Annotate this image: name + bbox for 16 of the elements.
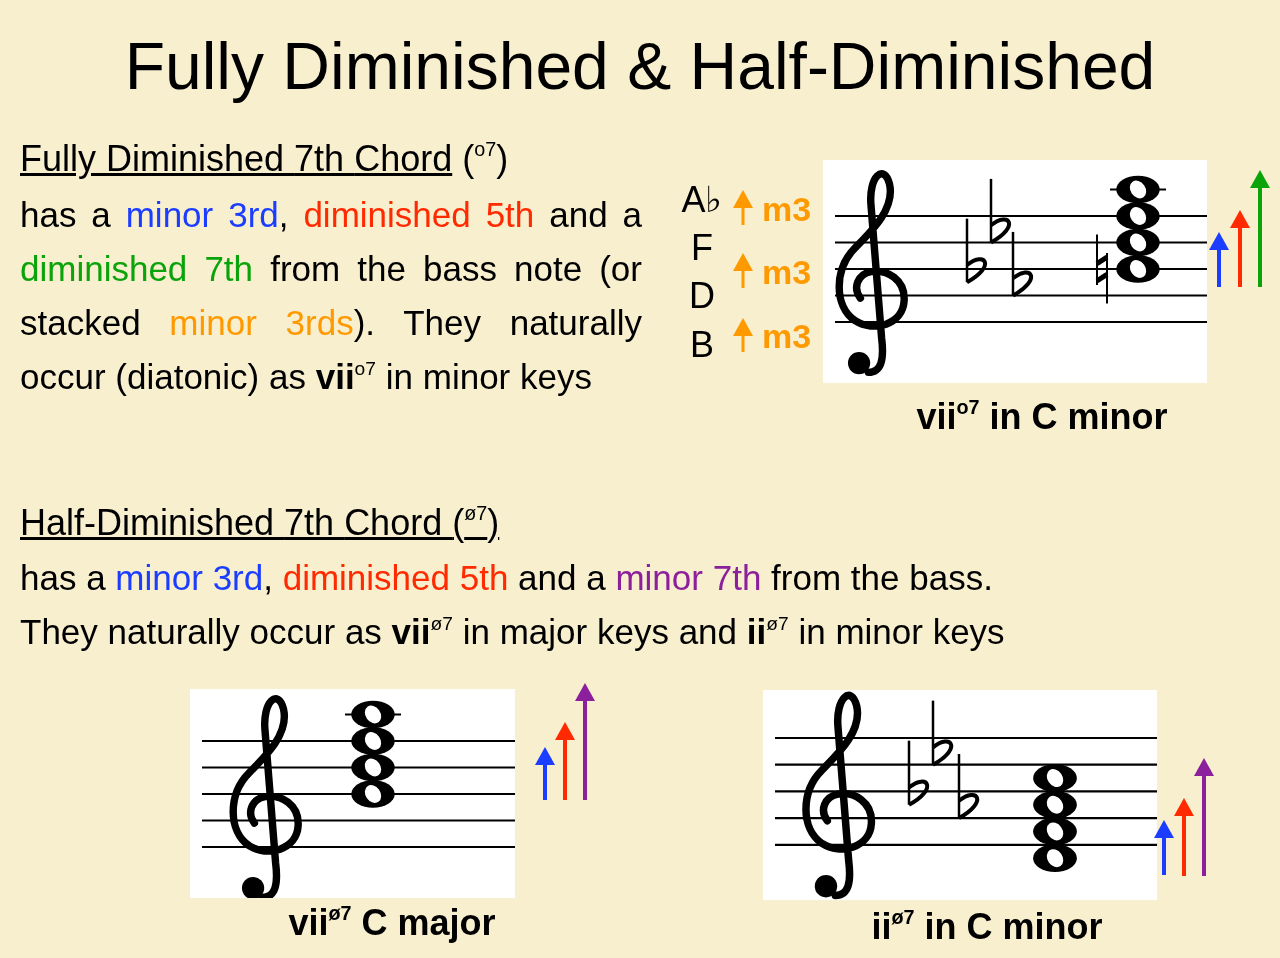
paragraph: They naturally occur as vii$^{ø7}$ in major keys and ii$^{ø7}$ in minor keys: [20, 611, 1006, 653]
note-name: F: [690, 228, 714, 268]
note-name: A♭: [680, 180, 724, 220]
note-name: B: [689, 325, 715, 365]
slide-title: Fully Diminished & Half-Diminished: [123, 28, 1157, 104]
note-name: D: [688, 276, 716, 316]
chord-caption: vii$^{ø7}$ C major: [287, 902, 497, 944]
chord-caption: vii$^{o7}$ in C minor: [915, 396, 1169, 438]
interval-label: m3: [762, 317, 813, 355]
chord-caption: ii$^{ø7}$ in C minor: [870, 906, 1104, 948]
section-heading: Half-Diminished 7th Chord ($^{ø7}$): [20, 501, 501, 545]
paragraph: has a minor 3rd, diminished 5th and a minor 7th from the bass.: [20, 557, 994, 599]
interval-label: m3: [762, 190, 813, 228]
paragraph: has a minor 3rd, diminished 5th and a diminished 7th from the bass note (or stacked minor 3rds). They naturally occur (diatonic) as vii$^{o7}$ in minor keys: [20, 194, 642, 398]
section-heading: Fully Diminished 7th Chord ($^{o7}$): [20, 137, 510, 181]
interval-label: m3: [762, 253, 813, 291]
